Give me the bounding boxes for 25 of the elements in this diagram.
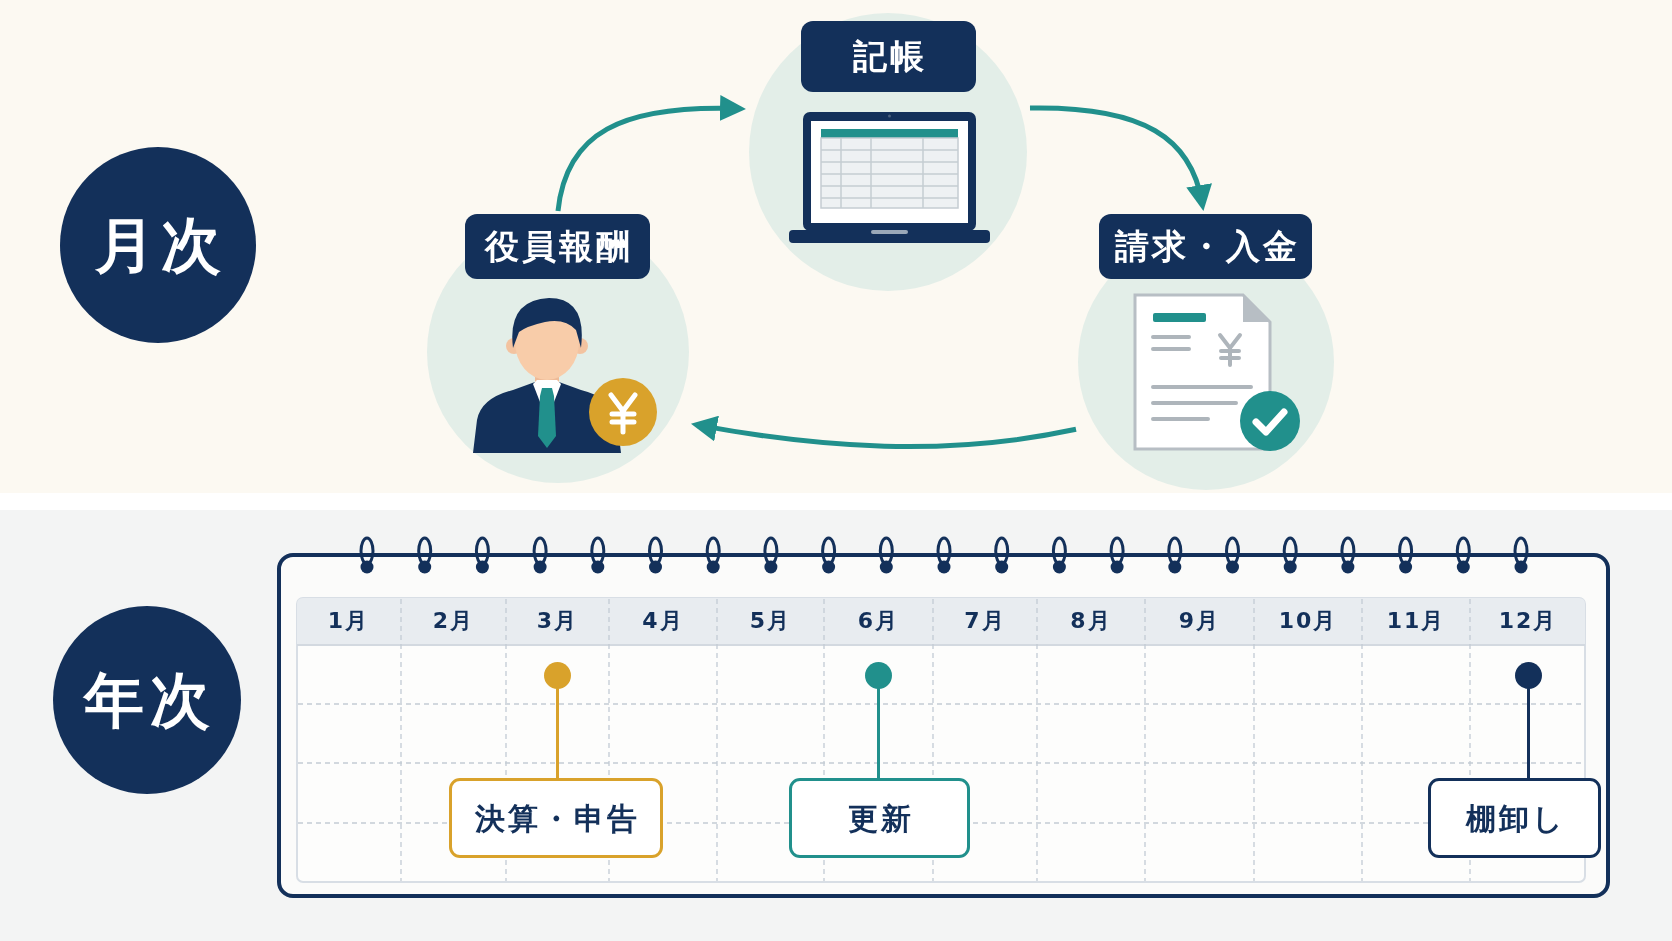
month-label: 9月 xyxy=(1178,607,1221,635)
leader-line xyxy=(556,687,559,780)
event-card: 棚卸し xyxy=(1428,778,1601,858)
month-label: 4月 xyxy=(642,607,684,635)
step-title: 役員報酬 xyxy=(465,214,650,279)
month-label: 6月 xyxy=(857,607,900,635)
step-title: 請求・入金 xyxy=(1099,214,1312,279)
leader-line xyxy=(877,687,880,780)
month-label: 2月 xyxy=(432,607,475,635)
month-label: 11月 xyxy=(1386,607,1446,635)
cycle-arrow xyxy=(555,95,746,212)
month-label: 8月 xyxy=(1070,607,1112,635)
month-label: 5月 xyxy=(749,607,792,635)
event-card: 更新 xyxy=(789,778,970,858)
month-label: 1月 xyxy=(327,607,370,635)
step-title: 記帳 xyxy=(801,21,976,92)
calendar-frame xyxy=(277,553,1610,898)
month-label: 3月 xyxy=(536,607,579,635)
event-card: 決算・申告 xyxy=(449,778,663,858)
leader-line xyxy=(1527,687,1530,780)
month-label: 12月 xyxy=(1498,607,1558,635)
month-label: 7月 xyxy=(964,607,1006,635)
cycle-arrow xyxy=(690,415,1077,450)
month-label: 10月 xyxy=(1278,607,1338,635)
cycle-arrow xyxy=(1030,105,1211,211)
